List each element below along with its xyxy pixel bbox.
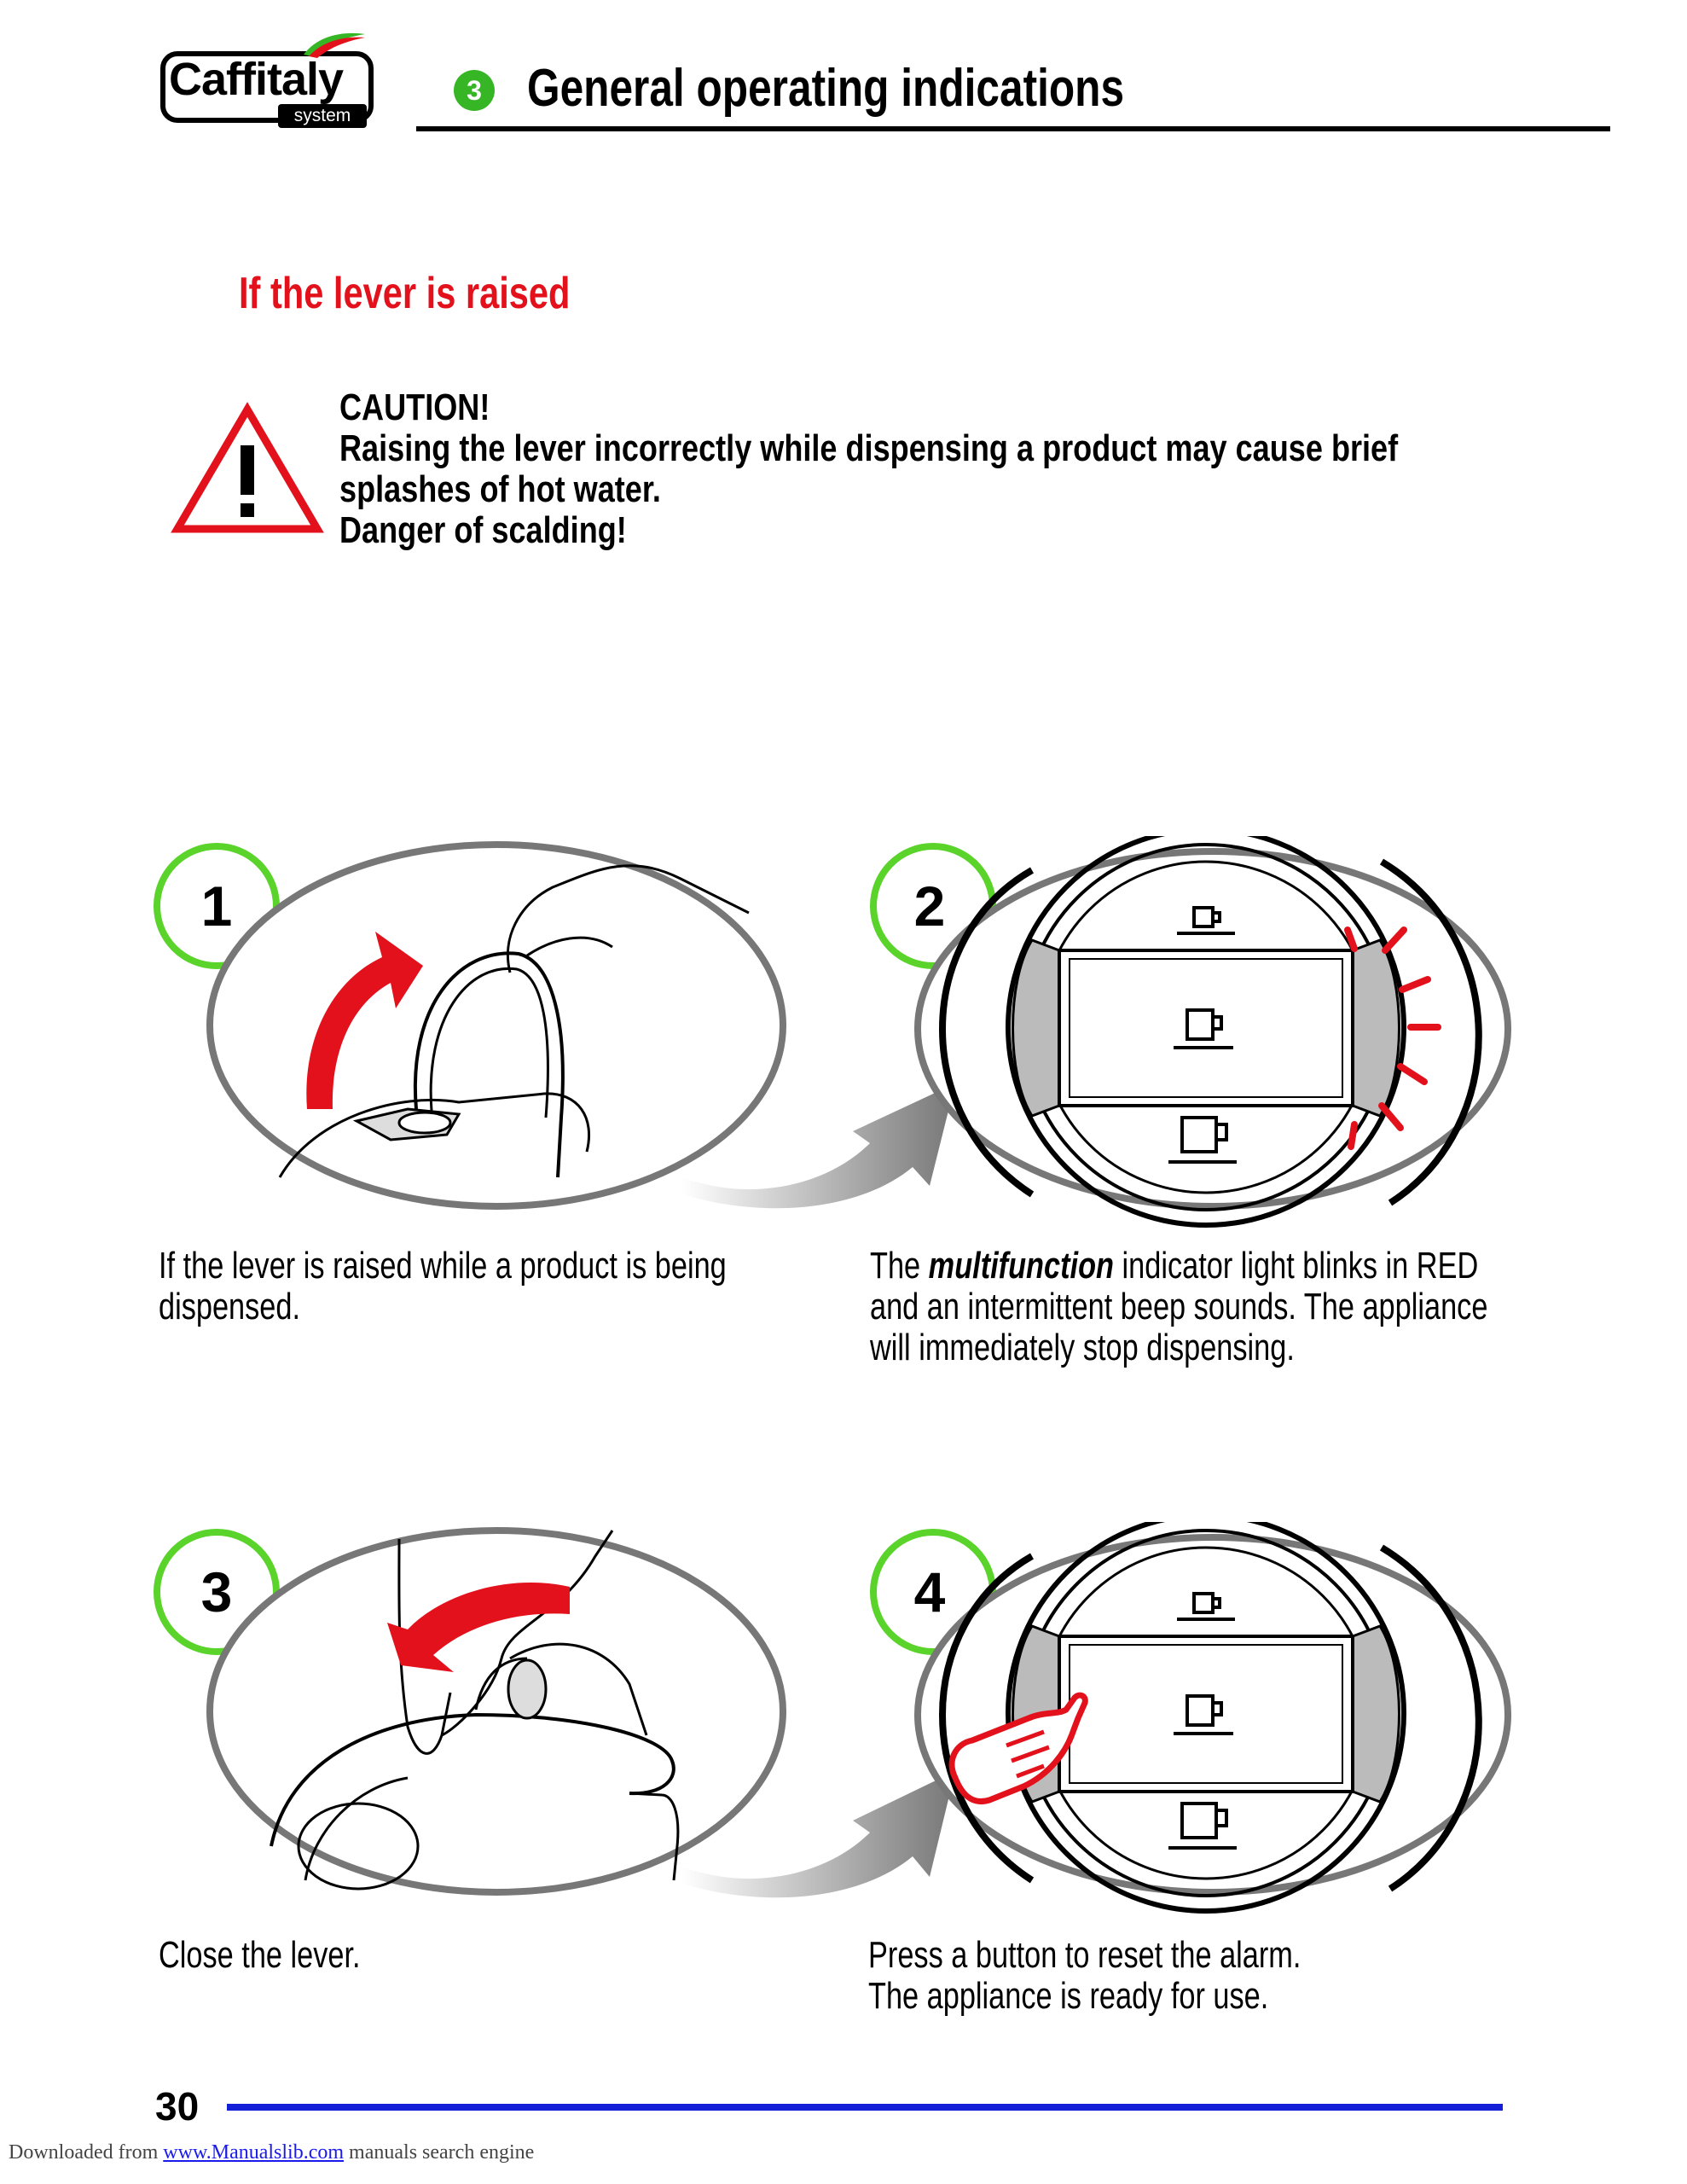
caption-line: Close the lever. bbox=[159, 1934, 361, 1976]
step-number: 3 bbox=[200, 1560, 233, 1623]
next-step-arrow-icon bbox=[682, 1083, 955, 1209]
step-number: 4 bbox=[913, 1560, 946, 1623]
subsection-title: If the lever is raised bbox=[239, 269, 571, 318]
logo-swoosh-icon bbox=[304, 32, 365, 58]
footer-divider bbox=[227, 2104, 1503, 2111]
section-number-badge: 3 bbox=[454, 70, 495, 111]
step-number: 2 bbox=[913, 874, 946, 938]
step-4-illustration bbox=[870, 1522, 1511, 1914]
step-1-caption: If the lever is raised while a product i… bbox=[159, 1246, 727, 1327]
header-divider bbox=[416, 126, 1610, 131]
warning-triangle-icon bbox=[171, 402, 324, 533]
caution-line: Raising the lever incorrectly while disp… bbox=[339, 427, 1399, 469]
page-title: General operating indications bbox=[527, 59, 1125, 118]
caption-line: The appliance is ready for use. bbox=[868, 1975, 1269, 2017]
step-2-illustration bbox=[870, 836, 1511, 1228]
manualslib-link[interactable]: www.Manualslib.com bbox=[163, 2141, 345, 2164]
caption-line: If the lever is raised while a product i… bbox=[159, 1245, 727, 1287]
page-number: 30 bbox=[155, 2084, 200, 2129]
download-suffix: manuals search engine bbox=[344, 2141, 535, 2164]
download-prefix: Downloaded from bbox=[9, 2141, 164, 2164]
step-number: 1 bbox=[200, 874, 233, 938]
caption-emphasis: multifunction bbox=[928, 1245, 1114, 1287]
step-1-illustration bbox=[154, 841, 786, 1210]
caption-line: dispensed. bbox=[159, 1286, 301, 1327]
caption-text: indicator light blinks in RED bbox=[1113, 1245, 1479, 1287]
brand-logo bbox=[160, 51, 374, 123]
brand-subtitle: system bbox=[278, 104, 367, 128]
caption-line: The multifunction indicator light blinks… bbox=[870, 1246, 1487, 1287]
caution-line: Danger of scalding! bbox=[339, 509, 627, 551]
step-4-caption: Press a button to reset the alarm. The a… bbox=[868, 1935, 1301, 2017]
caution-line: splashes of hot water. bbox=[339, 468, 661, 510]
next-step-arrow-icon bbox=[682, 1771, 955, 1898]
caution-text: CAUTION! Raising the lever incorrectly w… bbox=[339, 387, 1398, 551]
step-3-illustration bbox=[154, 1527, 786, 1896]
caption-line: and an intermittent beep sounds. The app… bbox=[870, 1286, 1488, 1327]
caption-line: Press a button to reset the alarm. bbox=[868, 1934, 1301, 1976]
step-2-caption: The multifunction indicator light blinks… bbox=[870, 1246, 1487, 1368]
brand-name: Caffitaly bbox=[169, 54, 344, 105]
download-note: Downloaded from www.Manualslib.com manua… bbox=[9, 2141, 534, 2164]
caution-heading: CAUTION! bbox=[339, 386, 490, 428]
caption-line: will immediately stop dispensing. bbox=[870, 1327, 1295, 1368]
caption-text: The bbox=[870, 1245, 929, 1287]
step-3-caption: Close the lever. bbox=[159, 1935, 361, 1976]
